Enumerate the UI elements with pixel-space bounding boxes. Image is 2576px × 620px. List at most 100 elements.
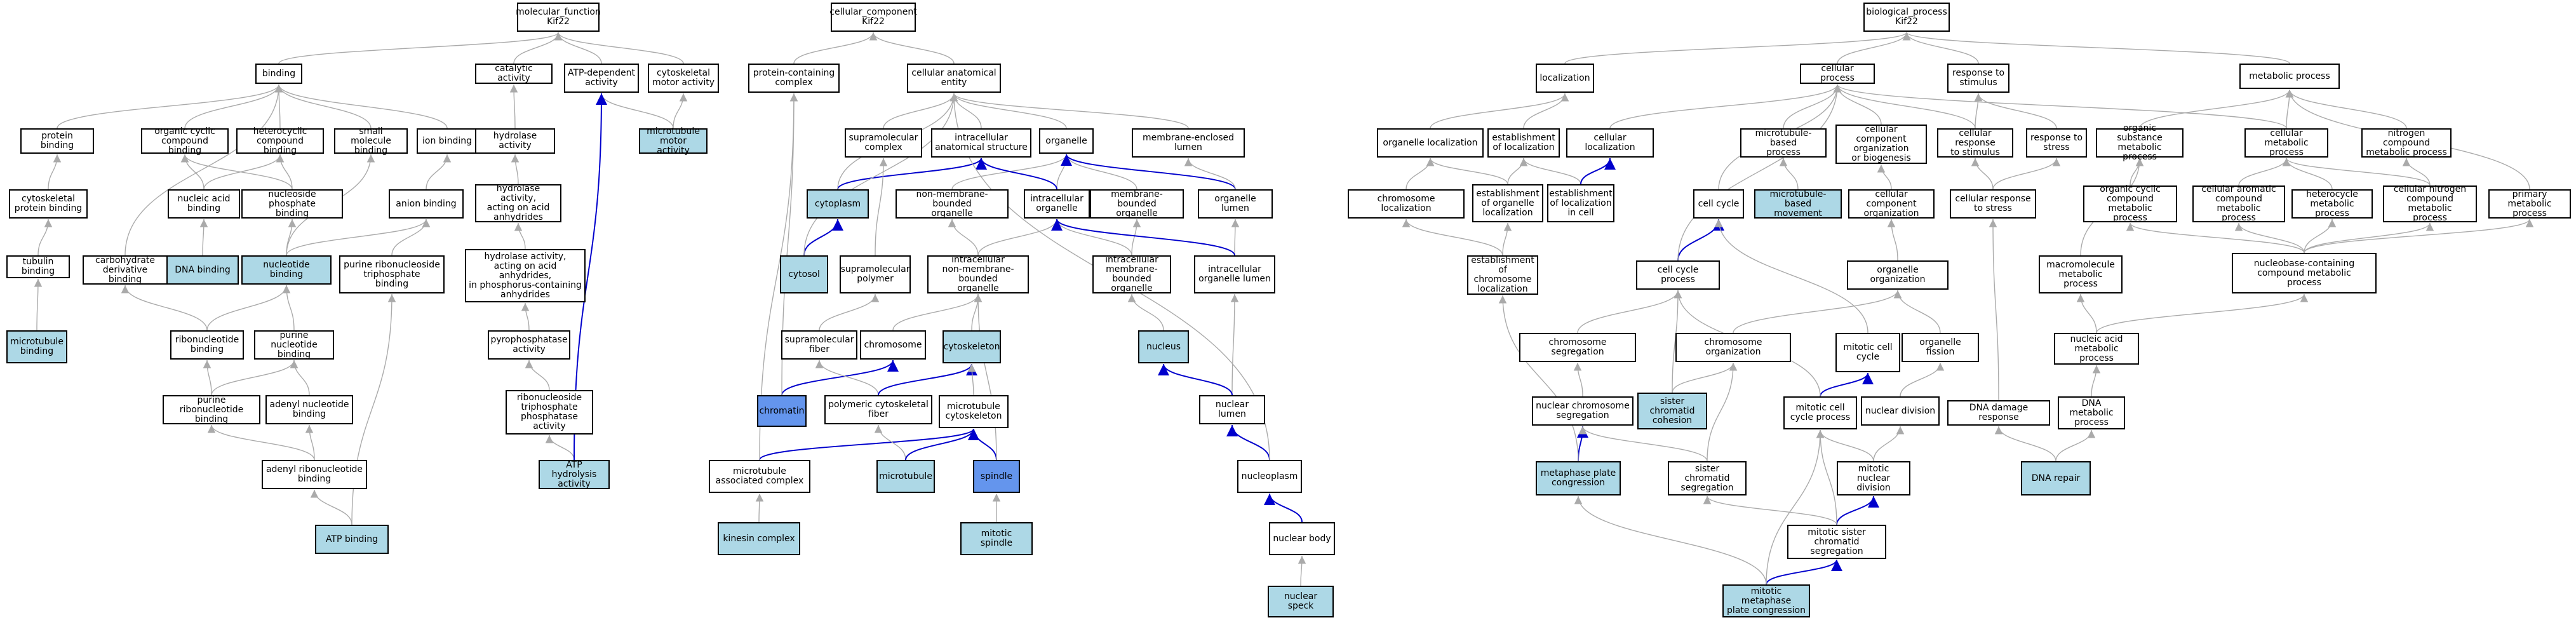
node-mitotic-cell-cycle[interactable]: mitotic cell cycle [1835, 333, 1900, 372]
node-heterocycle-metabolic-process[interactable]: heterocycle metabolic process [2291, 189, 2373, 219]
node-response-to-stimulus[interactable]: response to stimulus [1947, 64, 2009, 93]
node-protein-binding[interactable]: protein binding [20, 128, 94, 154]
node-cellular-process[interactable]: cellular process [1800, 64, 1875, 84]
node-organic-cyclic-compound-binding[interactable]: organic cyclic compound binding [141, 126, 229, 155]
node-membrane-bounded-organelle[interactable]: membrane-bounded organelle [1090, 189, 1184, 219]
node-microtubule-based-process[interactable]: microtubule-based process [1740, 128, 1827, 158]
node-cytoskeletal-motor-activity[interactable]: cytoskeletal motor activity [648, 64, 719, 93]
node-nucleoplasm[interactable]: nucleoplasm [1237, 460, 1302, 493]
node-localization[interactable]: localization [1536, 64, 1594, 93]
node-cellular-response-to-stress[interactable]: cellular response to stress [1950, 189, 2036, 219]
node-mitotic-sister-chromatid-segregation[interactable]: mitotic sister chromatid segregation [1787, 525, 1886, 559]
node-mitotic-metaphase-plate-congression[interactable]: mitotic metaphase plate congression [1722, 584, 1810, 617]
node-cellular-component-organization[interactable]: cellular component organization [1848, 189, 1935, 219]
node-hydrolase-phosphorus-anhydrides[interactable]: hydrolase activity, acting on acid anhyd… [465, 249, 586, 302]
node-hydrolase-acid-anhydrides[interactable]: hydrolase activity, acting on acid anhyd… [475, 184, 561, 222]
node-catalytic-activity[interactable]: catalytic activity [475, 64, 553, 84]
node-organelle-fission[interactable]: organelle fission [1902, 333, 1979, 362]
node-nucleotide-binding[interactable]: nucleotide binding [241, 255, 332, 285]
node-microtubule-based-movement[interactable]: microtubule-based movement [1754, 189, 1842, 219]
node-mf-root[interactable]: molecular_function Kif22 [516, 3, 601, 32]
node-cell-cycle[interactable]: cell cycle [1693, 189, 1744, 219]
node-atp-dependent-activity[interactable]: ATP-dependent activity [564, 64, 639, 93]
node-nucleic-acid-binding[interactable]: nucleic acid binding [168, 189, 240, 219]
node-protein-containing-complex[interactable]: protein-containing complex [748, 64, 840, 93]
node-cellular-localization[interactable]: cellular localization [1566, 128, 1654, 158]
node-hydrolase-activity[interactable]: hydrolase activity [475, 128, 555, 154]
node-chromosome-segregation[interactable]: chromosome segregation [1519, 333, 1636, 362]
node-cellular-metabolic-process[interactable]: cellular metabolic process [2244, 128, 2328, 158]
node-sister-chromatid-cohesion[interactable]: sister chromatid cohesion [1637, 393, 1707, 429]
node-atp-hydrolysis-activity[interactable]: ATP hydrolysis activity [539, 460, 610, 489]
node-kinesin-complex[interactable]: kinesin complex [718, 522, 800, 555]
node-intracellular-organelle[interactable]: intracellular organelle [1024, 189, 1090, 219]
node-establishment-of-organelle-localization[interactable]: establishment of organelle localization [1472, 184, 1543, 222]
node-microtubule-motor-activity[interactable]: microtubule motor activity [639, 126, 708, 155]
node-adenyl-ribonucleotide-binding[interactable]: adenyl ribonucleotide binding [262, 460, 367, 489]
node-pyrophosphatase-activity[interactable]: pyrophosphatase activity [488, 330, 570, 360]
node-supramolecular-fiber[interactable]: supramolecular fiber [781, 330, 857, 360]
node-mitotic-spindle[interactable]: mitotic spindle [960, 522, 1033, 555]
node-adenyl-nucleotide-binding[interactable]: adenyl nucleotide binding [265, 395, 353, 424]
node-purine-nucleotide-binding[interactable]: purine nucleotide binding [254, 330, 334, 360]
node-organic-cyclic-compound-metabolic-process[interactable]: organic cyclic compound metabolic proces… [2083, 185, 2177, 223]
node-nuclear-speck[interactable]: nuclear speck [1268, 586, 1334, 617]
node-dna-binding[interactable]: DNA binding [166, 255, 239, 285]
node-anion-binding[interactable]: anion binding [389, 189, 464, 219]
node-cc-root[interactable]: cellular_component Kif22 [829, 3, 917, 32]
node-organelle-organization[interactable]: organelle organization [1847, 260, 1949, 290]
node-cytoskeleton[interactable]: cytoskeleton [943, 330, 1001, 363]
node-polymeric-cytoskeletal-fiber[interactable]: polymeric cytoskeletal fiber [824, 395, 932, 424]
node-microtubule-binding[interactable]: microtubule binding [6, 330, 67, 363]
node-microtubule-associated-complex[interactable]: microtubule associated complex [709, 460, 810, 493]
node-ribonucleoside-triphosphate-phosphatase[interactable]: ribonucleoside triphosphate phosphatase … [506, 390, 593, 435]
node-carbohydrate-derivative-binding[interactable]: carbohydrate derivative binding [83, 255, 168, 285]
node-chromosome-localization[interactable]: chromosome localization [1348, 189, 1465, 219]
node-establishment-of-chromosome-localization[interactable]: establishment of chromosome localization [1467, 255, 1538, 295]
node-nucleus[interactable]: nucleus [1138, 330, 1189, 363]
node-chromosome[interactable]: chromosome [860, 330, 926, 360]
node-membrane-enclosed-lumen[interactable]: membrane-enclosed lumen [1132, 128, 1245, 158]
node-intracellular-non-membrane-bounded-organelle[interactable]: intracellular non-membrane-bounded organ… [927, 255, 1029, 293]
node-intracellular-organelle-lumen[interactable]: intracellular organelle lumen [1194, 255, 1275, 293]
node-cell-cycle-process[interactable]: cell cycle process [1636, 260, 1720, 290]
node-cellular-anatomical-entity[interactable]: cellular anatomical entity [907, 64, 1001, 93]
node-dna-repair[interactable]: DNA repair [2021, 461, 2091, 495]
node-microtubule-cytoskeleton[interactable]: microtubule cytoskeleton [939, 395, 1009, 428]
node-organic-substance-metabolic-process[interactable]: organic substance metabolic process [2096, 124, 2184, 162]
node-binding[interactable]: binding [255, 64, 302, 84]
node-dna-damage-response[interactable]: DNA damage response [1947, 400, 2050, 426]
node-cellular-response-to-stimulus[interactable]: cellular response to stimulus [1937, 128, 2013, 158]
node-macromolecule-metabolic-process[interactable]: macromolecule metabolic process [2039, 255, 2123, 293]
node-organelle[interactable]: organelle [1039, 128, 1094, 154]
node-nuclear-chromosome-segregation[interactable]: nuclear chromosome segregation [1532, 396, 1633, 426]
node-chromatin[interactable]: chromatin [757, 395, 807, 427]
node-metaphase-plate-congression[interactable]: metaphase plate congression [1536, 461, 1621, 495]
node-ribonucleotide-binding[interactable]: ribonucleotide binding [170, 330, 244, 360]
node-cytoskeletal-protein-binding[interactable]: cytoskeletal protein binding [9, 189, 88, 219]
node-nucleoside-phosphate-binding[interactable]: nucleoside phosphate binding [241, 189, 343, 219]
node-establishment-of-localization-in-cell[interactable]: establishment of localization in cell [1547, 184, 1614, 222]
node-cytosol[interactable]: cytosol [780, 255, 828, 293]
node-nuclear-division[interactable]: nuclear division [1861, 396, 1940, 426]
node-mitotic-nuclear-division[interactable]: mitotic nuclear division [1837, 461, 1910, 495]
node-nucleobase-containing-compound-metabolic-process[interactable]: nucleobase-containing compound metabolic… [2232, 253, 2377, 293]
node-chromosome-organization[interactable]: chromosome organization [1675, 333, 1791, 362]
node-supramolecular-complex[interactable]: supramolecular complex [845, 128, 922, 158]
node-nuclear-lumen[interactable]: nuclear lumen [1199, 395, 1265, 424]
node-purine-ribonucleotide-binding[interactable]: purine ribonucleotide binding [163, 395, 260, 424]
node-spindle[interactable]: spindle [973, 460, 1020, 493]
node-ion-binding[interactable]: ion binding [417, 128, 478, 154]
node-sister-chromatid-segregation[interactable]: sister chromatid segregation [1668, 461, 1747, 495]
node-cellular-aromatic-compound-metabolic-process[interactable]: cellular aromatic compound metabolic pro… [2192, 185, 2285, 223]
node-cytoplasm[interactable]: cytoplasm [807, 189, 869, 219]
node-intracellular-anatomical-structure[interactable]: intracellular anatomical structure [931, 128, 1031, 158]
node-non-membrane-bounded-organelle[interactable]: non-membrane-bounded organelle [896, 189, 1009, 219]
node-heterocyclic-compound-binding[interactable]: heterocyclic compound binding [236, 126, 324, 155]
node-intracellular-membrane-bounded-organelle[interactable]: intracellular membrane-bounded organelle [1092, 255, 1171, 293]
node-mitotic-cell-cycle-process[interactable]: mitotic cell cycle process [1783, 396, 1857, 429]
node-purine-ribonucleoside-triphosphate-binding[interactable]: purine ribonucleoside triphosphate bindi… [339, 255, 445, 293]
node-nucleic-acid-metabolic-process[interactable]: nucleic acid metabolic process [2054, 333, 2139, 365]
node-supramolecular-polymer[interactable]: supramolecular polymer [840, 255, 911, 293]
node-dna-metabolic-process[interactable]: DNA metabolic process [2058, 396, 2125, 429]
